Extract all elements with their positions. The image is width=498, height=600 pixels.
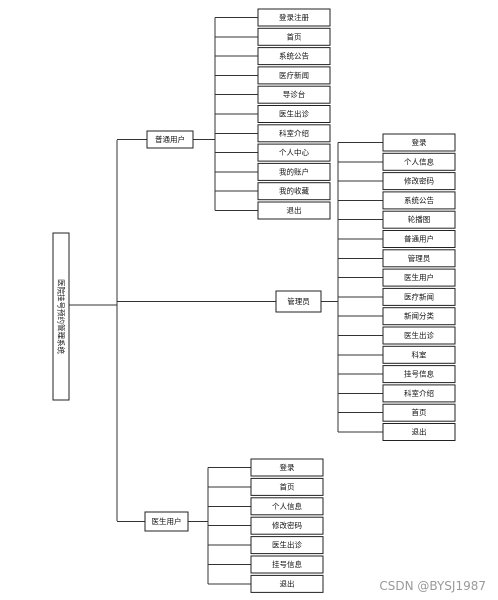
item-box-user-label: 我的收藏 (279, 186, 309, 196)
item-box-user-label: 个人中心 (279, 147, 309, 157)
item-box-admin-label: 科室介绍 (404, 388, 434, 398)
item-box-user-label: 科室介绍 (279, 128, 309, 138)
item-box-user-label: 我的账户 (279, 166, 309, 176)
item-box-doctor: 退出 (250, 574, 324, 593)
item-box-admin: 医生出诊 (382, 326, 456, 345)
item-box-admin: 修改密码 (382, 172, 456, 191)
item-box-admin: 医生用户 (382, 268, 456, 287)
item-box-user: 我的账户 (257, 162, 331, 181)
item-box-user: 系统公告 (257, 47, 331, 66)
item-box-admin-label: 挂号信息 (404, 369, 434, 379)
item-box-admin: 科室介绍 (382, 384, 456, 403)
connector-lines (69, 17, 383, 585)
item-box-admin-label: 普通用户 (404, 234, 434, 244)
item-box-admin: 首页 (382, 403, 456, 422)
item-box-admin-label: 新闻分类 (404, 311, 434, 321)
item-box-doctor-label: 首页 (280, 481, 295, 491)
group-box-user: 普通用户 (146, 130, 194, 149)
item-box-doctor: 挂号信息 (250, 555, 324, 574)
item-box-user: 退出 (257, 201, 331, 220)
item-box-user-label: 导诊台 (283, 89, 306, 99)
item-box-doctor-label: 个人信息 (272, 501, 302, 511)
item-box-user: 导诊台 (257, 85, 331, 104)
item-box-admin-label: 医生出诊 (404, 330, 434, 340)
item-box-admin: 系统公告 (382, 191, 456, 210)
item-box-doctor-label: 退出 (280, 578, 295, 588)
item-box-admin: 轮播图 (382, 210, 456, 229)
item-box-admin-label: 个人信息 (404, 156, 434, 166)
item-box-doctor: 个人信息 (250, 497, 324, 516)
item-box-admin-label: 轮播图 (408, 214, 431, 224)
item-box-admin: 退出 (382, 423, 456, 441)
item-box-doctor-label: 修改密码 (272, 520, 302, 530)
item-box-admin-label: 退出 (412, 427, 427, 437)
item-box-doctor-label: 挂号信息 (272, 559, 302, 569)
group-box-admin: 管理员 (275, 290, 322, 313)
item-box-doctor: 修改密码 (250, 516, 324, 535)
item-box-admin-label: 科室 (412, 349, 427, 359)
item-box-user: 登录注册 (257, 8, 331, 27)
group-box-doctor: 医生用户 (144, 511, 189, 532)
group-box-admin-label: 管理员 (287, 296, 310, 306)
item-box-admin: 医疗新闻 (382, 287, 456, 306)
item-box-admin-label: 系统公告 (404, 195, 434, 205)
item-box-user: 科室介绍 (257, 124, 331, 143)
item-box-admin: 个人信息 (382, 152, 456, 171)
item-box-doctor: 医生出诊 (250, 536, 324, 555)
item-box-doctor-label: 登录 (280, 462, 295, 472)
item-box-user: 我的收藏 (257, 182, 331, 201)
item-box-user: 医生出诊 (257, 105, 331, 123)
item-box-admin: 普通用户 (382, 230, 456, 248)
item-box-user: 个人中心 (257, 143, 331, 162)
item-box-admin-label: 首页 (412, 407, 427, 417)
item-box-doctor: 首页 (250, 477, 324, 496)
item-box-user-label: 医疗新闻 (279, 70, 309, 80)
item-box-admin: 管理员 (382, 249, 456, 268)
item-box-user-label: 系统公告 (279, 51, 309, 61)
root-box-label: 医院挂号预约管理系统 (57, 279, 67, 354)
item-box-user: 医疗新闻 (257, 66, 331, 85)
item-box-admin-label: 管理员 (408, 253, 431, 263)
item-box-admin-label: 登录 (412, 137, 427, 147)
diagram-boxes: 医院挂号预约管理系统普通用户登录注册首页系统公告医疗新闻导诊台医生出诊科室介绍个… (52, 8, 456, 593)
item-box-user: 首页 (257, 27, 331, 46)
item-box-admin-label: 医生用户 (404, 272, 434, 282)
group-box-user-label: 普通用户 (155, 134, 185, 144)
item-box-admin: 科室 (382, 345, 456, 364)
item-box-user-label: 退出 (287, 205, 302, 215)
item-box-user-label: 登录注册 (279, 12, 309, 22)
item-box-admin: 登录 (382, 133, 456, 152)
root-box: 医院挂号预约管理系统 (52, 232, 70, 401)
item-box-user-label: 首页 (287, 31, 302, 41)
item-box-user-label: 医生出诊 (279, 109, 309, 119)
item-box-admin-label: 医疗新闻 (404, 291, 434, 301)
item-box-admin: 新闻分类 (382, 307, 456, 326)
item-box-doctor: 登录 (250, 458, 324, 477)
group-box-doctor-label: 医生用户 (152, 516, 182, 526)
watermark: CSDN @BYSJ1987 (379, 579, 486, 593)
item-box-admin-label: 修改密码 (404, 176, 434, 186)
item-box-admin: 挂号信息 (382, 365, 456, 384)
item-box-doctor-label: 医生出诊 (272, 540, 302, 550)
